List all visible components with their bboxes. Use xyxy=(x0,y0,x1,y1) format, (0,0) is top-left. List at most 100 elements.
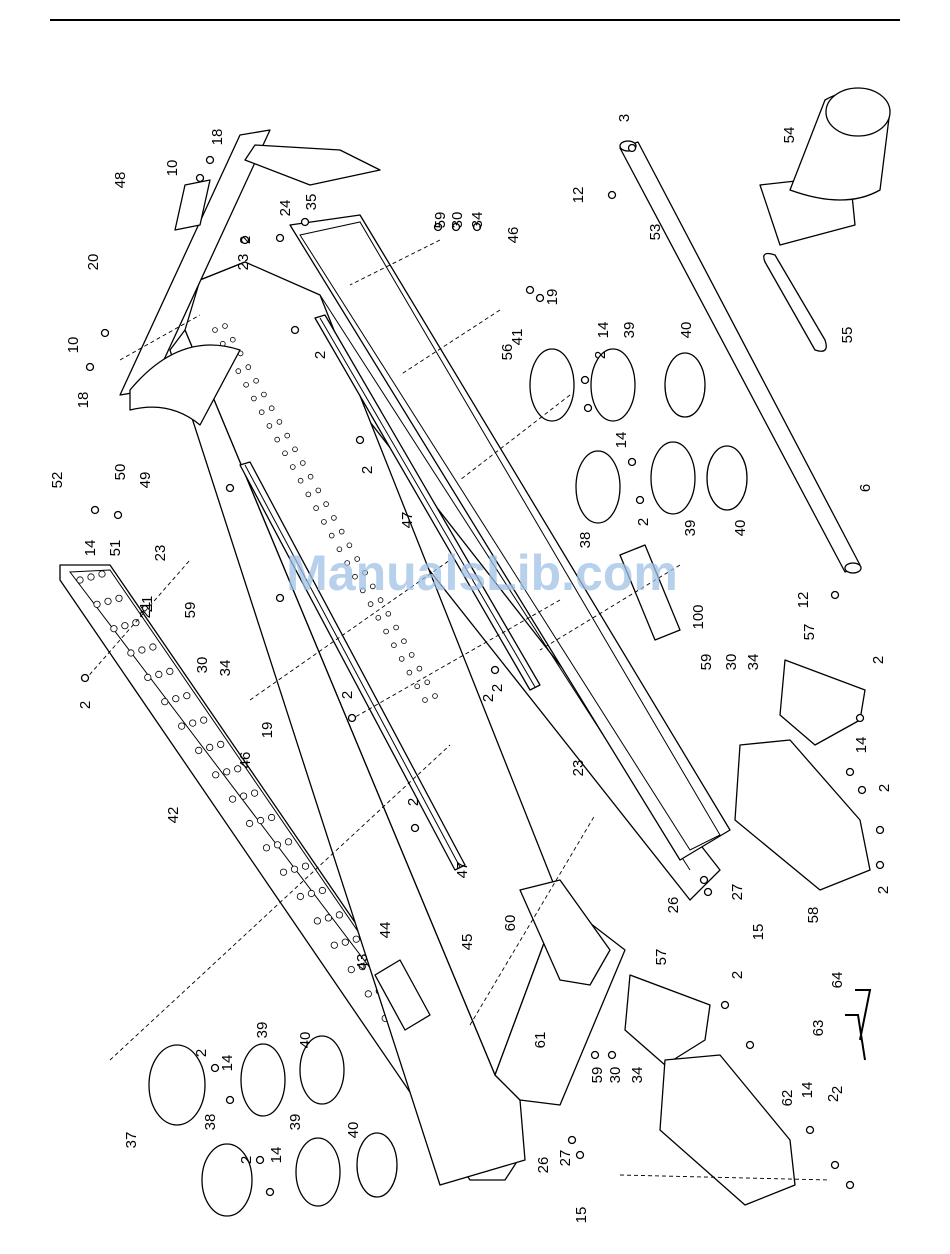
perforation-hole xyxy=(324,502,329,507)
callout-41: 41 xyxy=(509,329,526,346)
callout-2: 2 xyxy=(359,466,376,474)
screw xyxy=(629,459,636,466)
perforation-hole xyxy=(116,595,122,601)
callout-23: 23 xyxy=(570,760,587,777)
perforation-hole xyxy=(257,817,263,823)
callout-46: 46 xyxy=(505,227,522,244)
screw xyxy=(585,405,592,412)
callout-35: 35 xyxy=(303,194,320,211)
callout-2: 2 xyxy=(489,684,506,692)
callout-27: 27 xyxy=(729,884,746,901)
callout-2: 2 xyxy=(829,1086,846,1094)
callout-40: 40 xyxy=(345,1122,362,1139)
callout-2: 2 xyxy=(237,236,254,244)
callout-59: 59 xyxy=(589,1067,606,1084)
perforation-hole xyxy=(150,644,156,650)
callout-2: 2 xyxy=(405,798,422,806)
perforation-hole xyxy=(306,492,311,497)
perforation-hole xyxy=(342,939,348,945)
end-cap-part-57-upper xyxy=(780,660,865,745)
callout-21: 21 xyxy=(139,596,156,613)
perforation-hole xyxy=(213,772,219,778)
callout-2: 2 xyxy=(592,351,609,359)
callout-64: 64 xyxy=(829,972,846,989)
perforation-hole xyxy=(122,623,128,629)
perforation-hole xyxy=(409,653,414,658)
screw xyxy=(227,485,234,492)
callout-34: 34 xyxy=(217,660,234,677)
screw xyxy=(832,592,839,599)
callout-18: 18 xyxy=(209,129,226,146)
perforation-hole xyxy=(308,474,313,479)
callout-26: 26 xyxy=(535,1157,552,1174)
callout-50: 50 xyxy=(112,464,129,481)
perforation-hole xyxy=(336,912,342,918)
callout-39: 39 xyxy=(254,1022,271,1039)
screw xyxy=(877,862,884,869)
belt-part-55 xyxy=(764,254,827,352)
perforation-hole xyxy=(417,666,422,671)
perforation-hole xyxy=(368,602,373,607)
callout-40: 40 xyxy=(678,322,695,339)
perforation-hole xyxy=(332,516,337,521)
perforation-hole xyxy=(300,461,305,466)
perforation-hole xyxy=(423,698,428,703)
callout-39: 39 xyxy=(682,520,699,537)
screw xyxy=(302,219,309,226)
callout-10: 10 xyxy=(164,160,181,177)
callout-30: 30 xyxy=(449,212,466,229)
screw xyxy=(592,1052,599,1059)
screw xyxy=(747,1042,754,1049)
perforation-hole xyxy=(314,918,320,924)
callout-55: 55 xyxy=(839,327,856,344)
screw xyxy=(292,327,299,334)
callout-2: 2 xyxy=(875,886,892,894)
perforation-hole xyxy=(297,893,303,899)
callout-63: 63 xyxy=(810,1020,827,1037)
motor-part-54 xyxy=(760,88,890,245)
callout-34: 34 xyxy=(629,1067,646,1084)
callout-53: 53 xyxy=(647,224,664,241)
perforation-hole xyxy=(111,626,117,632)
perforation-hole xyxy=(269,406,274,411)
screw xyxy=(569,1137,576,1144)
perforation-hole xyxy=(290,465,295,470)
perforation-hole xyxy=(267,424,272,429)
perforation-hole xyxy=(156,671,162,677)
perforation-hole xyxy=(162,699,168,705)
callout-48: 48 xyxy=(112,172,129,189)
perforation-hole xyxy=(223,324,228,329)
perforation-hole xyxy=(277,420,282,425)
perforation-hole xyxy=(213,328,218,333)
callout-52: 52 xyxy=(49,472,66,489)
perforation-hole xyxy=(196,747,202,753)
callout-49: 49 xyxy=(137,472,154,489)
perforation-hole xyxy=(259,410,264,415)
callout-2: 2 xyxy=(876,784,893,792)
perforation-hole xyxy=(376,615,381,620)
perforation-hole xyxy=(291,866,297,872)
perforation-hole xyxy=(190,720,196,726)
perforation-hole xyxy=(402,639,407,644)
callout-14: 14 xyxy=(595,322,612,339)
perforation-hole xyxy=(275,437,280,442)
perforation-hole xyxy=(184,693,190,699)
screw xyxy=(832,1162,839,1169)
end-cap-part-62 xyxy=(660,1055,795,1205)
callout-61: 61 xyxy=(532,1032,549,1049)
perforation-hole xyxy=(263,845,269,851)
callout-19: 19 xyxy=(259,722,276,739)
callout-10: 10 xyxy=(65,337,82,354)
screw xyxy=(212,1065,219,1072)
perforation-hole xyxy=(319,887,325,893)
perforation-hole xyxy=(240,793,246,799)
callout-2: 2 xyxy=(480,694,497,702)
callout-24: 24 xyxy=(277,200,294,217)
perforation-hole xyxy=(293,447,298,452)
callout-34: 34 xyxy=(469,212,486,229)
screw xyxy=(87,364,94,371)
perforation-hole xyxy=(433,694,438,699)
screw xyxy=(207,157,214,164)
callout-60: 60 xyxy=(502,915,519,932)
perforation-hole xyxy=(236,369,241,374)
